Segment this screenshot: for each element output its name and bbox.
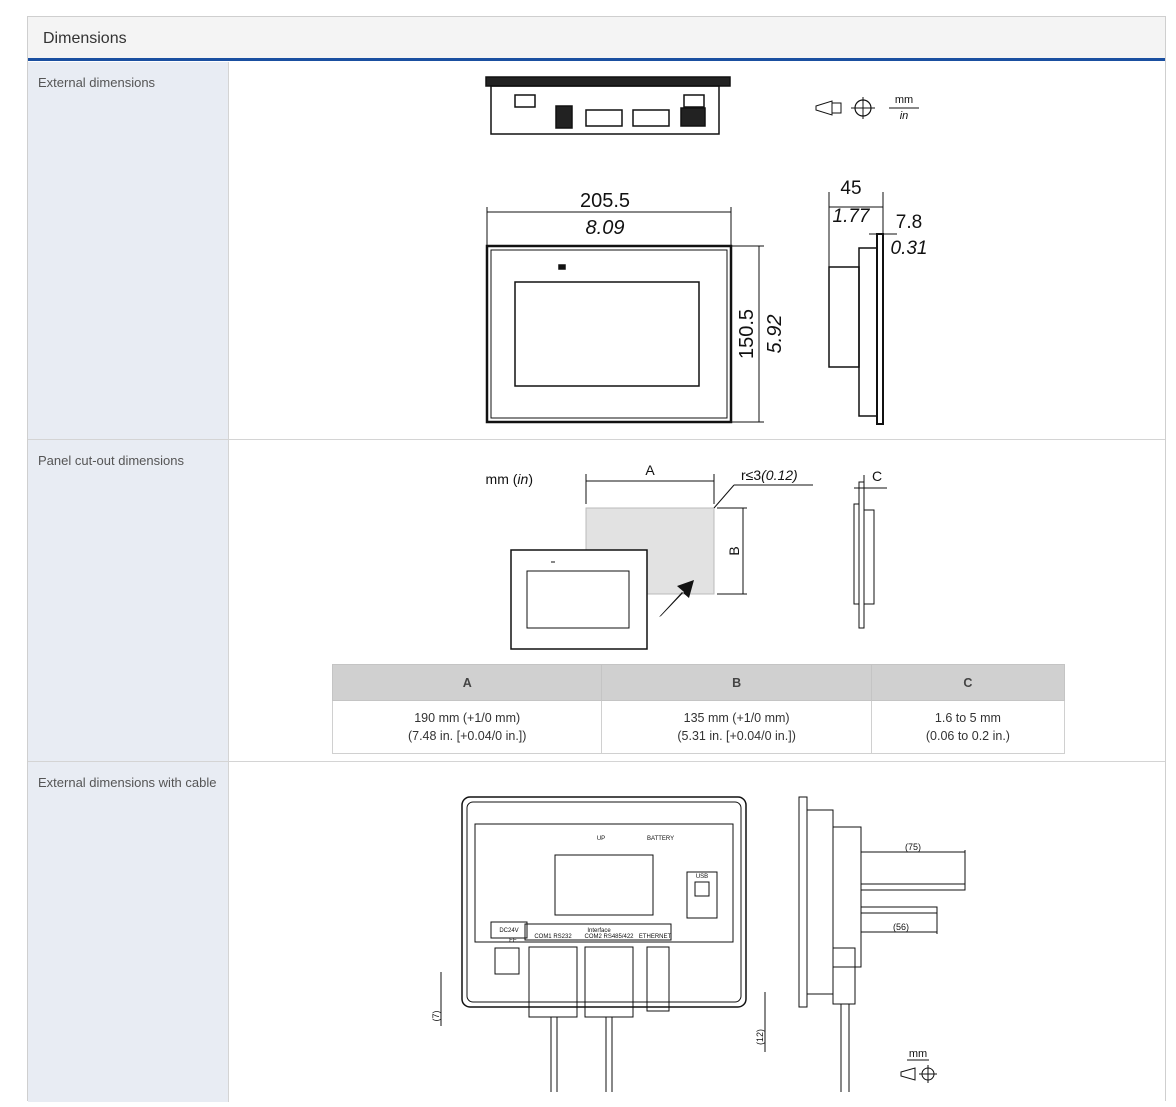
com1-label: COM1 RS232 [534,934,572,940]
dim-c-label: C [872,468,882,484]
dim-a-label: A [645,462,655,478]
up-label: UP [597,836,605,842]
units-label: mm (in) [486,471,533,487]
panel-cutout-drawing: mm (in) A B C r≤3(0.12) A B C 190 mm (+1… [229,440,1165,761]
dim-b-label: B [726,546,742,555]
dimensions-panel: Dimensions External dimensions [27,16,1166,1102]
units-in: in [900,110,909,122]
row-panel-cutout: Panel cut-out dimensions [28,440,1165,762]
row-external-with-cable: External dimensions with cable [28,762,1165,1102]
dim-75-label: (75) [905,842,921,852]
ethernet-label: ETHERNET [639,934,672,940]
radius-label: r≤3(0.12) [741,467,798,483]
dim-56-label: (56) [893,922,909,932]
dim-7-label: (7) [431,1010,441,1021]
cell-a: 190 mm (+1/0 mm)(7.48 in. [+0.04/0 in.]) [331,700,603,754]
row-external-dimensions: External dimensions [28,62,1165,440]
cable-dimensions-drawing: UP BATTERY USB DC24V FE Interface COM1 R… [229,762,1165,1102]
width-mm: 205.5 [580,190,630,212]
external-drawing-svg: mm in 205.5 8.09 150.5 5.92 45 1.77 7.8 … [485,76,928,425]
table-header-row: A B C [331,664,1066,701]
height-in: 5.92 [764,315,786,354]
dim-12-label: (12) [755,1029,765,1045]
depth-mm: 45 [840,178,861,199]
units-mm: mm [895,94,913,106]
cutout-table: A B C 190 mm (+1/0 mm)(7.48 in. [+0.04/0… [331,664,1066,754]
column-header-b: B [601,664,872,701]
fe-label: FE [509,938,517,944]
row-label: Panel cut-out dimensions [28,440,229,761]
cable-units-label: mm [909,1048,927,1060]
usb-label: USB [696,874,708,880]
cable-drawing-svg: UP BATTERY USB DC24V FE Interface COM1 R… [431,796,966,1092]
row-label: External dimensions [28,62,229,439]
external-dimensions-drawing: mm in 205.5 8.09 150.5 5.92 45 1.77 7.8 … [229,62,1165,439]
table-row: 190 mm (+1/0 mm)(7.48 in. [+0.04/0 in.])… [331,700,1066,754]
column-header-a: A [331,664,603,701]
cutout-drawing-svg: mm (in) A B C r≤3(0.12) [486,462,887,650]
cell-c: 1.6 to 5 mm(0.06 to 0.2 in.) [870,700,1066,754]
depth-in: 1.77 [833,206,871,227]
interface-label: Interface [587,928,611,934]
battery-label: BATTERY [647,836,674,842]
bezel-mm: 7.8 [896,212,922,233]
width-in: 8.09 [586,217,625,239]
com2-label: COM2 RS485/422 [584,934,634,940]
height-mm: 150.5 [736,309,758,359]
column-header-c: C [870,664,1066,701]
dc24v-label: DC24V [499,928,518,934]
section-title: Dimensions [28,17,1165,61]
arrow-icon [659,580,694,617]
row-label: External dimensions with cable [28,762,229,1102]
bezel-in: 0.31 [891,238,928,259]
cell-b: 135 mm (+1/0 mm)(5.31 in. [+0.04/0 in.]) [601,700,872,754]
